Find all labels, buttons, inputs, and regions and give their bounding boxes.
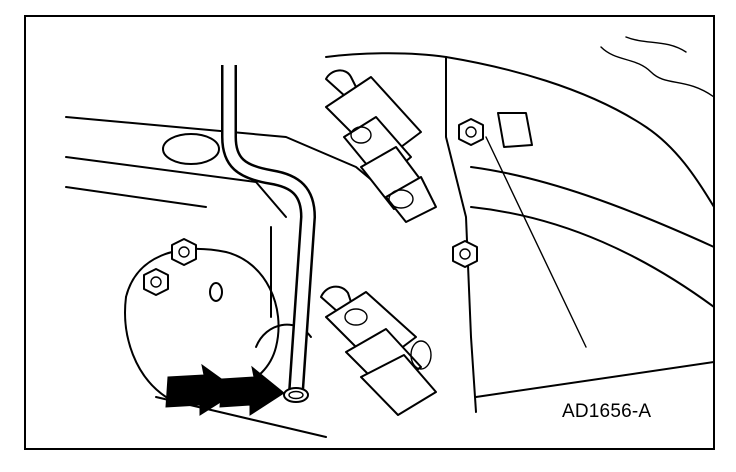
figure-reference-code: AD1656-A bbox=[562, 401, 652, 422]
bracket-tab bbox=[497, 112, 533, 148]
engine-component-illustration bbox=[65, 36, 713, 438]
lower-sensor-assembly bbox=[255, 285, 437, 416]
engine-housing bbox=[325, 36, 713, 413]
filled-arrow-right-icon bbox=[165, 363, 285, 416]
vent-tube bbox=[221, 65, 316, 403]
hex-bolt-icon bbox=[143, 118, 484, 296]
figure-frame: AD1656-A bbox=[24, 15, 715, 450]
upper-sensor-assembly bbox=[325, 69, 437, 223]
